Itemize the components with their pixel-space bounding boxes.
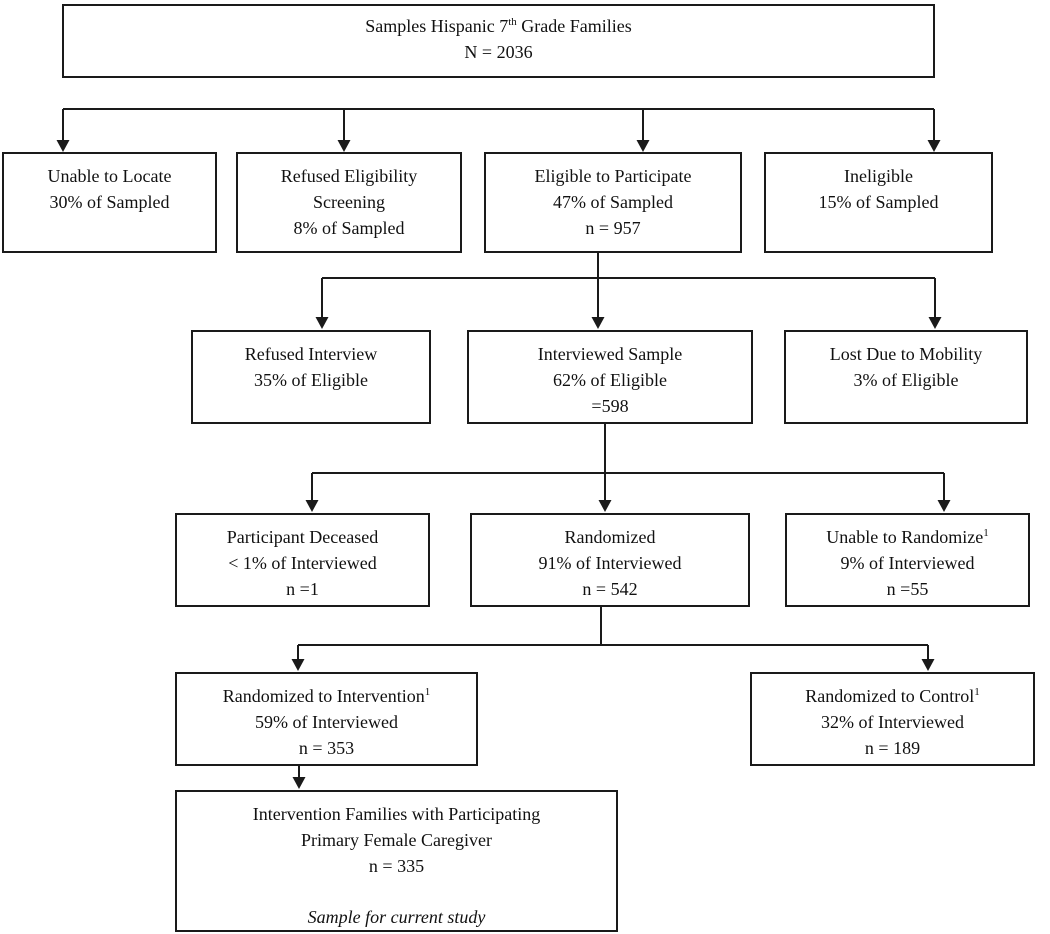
node-refused-interview: Refused Interview 35% of Eligible [191,330,431,424]
node-line: Unable to Randomize1 [787,524,1028,550]
node-text: Grade Families [516,16,632,36]
node-line: Refused Interview [244,344,378,364]
node-line: Interviewed Sample [537,344,683,364]
node-line: 15% of Sampled [818,192,939,212]
footnote-superscript: 1 [424,686,431,698]
node-line: n =1 [286,579,319,599]
footnote-superscript: 1 [983,527,989,539]
node-line: 32% of Interviewed [821,712,964,732]
node-text: Unable to Randomize [826,527,984,547]
node-line: Participant Deceased [226,527,379,547]
node-line: Eligible to Participate [534,166,692,186]
node-line: Randomized to Intervention1 [177,683,476,709]
node-line: =598 [591,396,629,416]
node-interviewed-sample: Interviewed Sample 62% of Eligible =598 [467,330,753,424]
node-line: Intervention Families with Participating [252,804,541,824]
node-line: < 1% of Interviewed [228,553,377,573]
connector-intervention-to-final [292,766,306,789]
node-line: Refused Eligibility [280,166,418,186]
node-eligible-to-participate: Eligible to Participate 47% of Sampled n… [484,152,742,253]
node-unable-to-randomize: Unable to Randomize1 9% of Interviewed n… [785,513,1030,607]
node-lost-due-to-mobility: Lost Due to Mobility 3% of Eligible [784,330,1028,424]
node-line: 91% of Interviewed [538,553,682,573]
node-text: Samples Hispanic 7 [365,16,509,36]
node-line: 8% of Sampled [293,218,405,238]
node-line: Samples Hispanic 7th Grade Families [64,13,933,39]
node-line: n =55 [886,579,929,599]
node-randomized-to-intervention: Randomized to Intervention1 59% of Inter… [175,672,478,766]
connector-eligible-to-row3 [315,253,942,329]
node-line: Screening [313,192,385,212]
node-unable-to-locate: Unable to Locate 30% of Sampled [2,152,217,253]
superscript: th [508,16,517,28]
node-text: Randomized to Intervention [222,686,425,706]
node-refused-eligibility-screening: Refused Eligibility Screening 8% of Samp… [236,152,462,253]
connector-randomized-to-row5 [291,607,935,671]
node-line: n = 542 [582,579,638,599]
connector-interviewed-to-row4 [305,424,951,512]
node-line: Ineligible [844,166,913,186]
node-line: n = 353 [298,738,355,758]
connector-root-to-row2 [56,108,941,152]
node-randomized: Randomized 91% of Interviewed n = 542 [470,513,750,607]
node-line: 59% of Interviewed [255,712,398,732]
footnote-superscript: 1 [974,686,980,698]
node-participant-deceased: Participant Deceased < 1% of Interviewed… [175,513,430,607]
node-line: 30% of Sampled [49,192,170,212]
node-samples-total: Samples Hispanic 7th Grade Families N = … [62,4,935,78]
current-study-note: Sample for current study [307,907,486,927]
node-line: Randomized [564,527,656,547]
node-line: Unable to Locate [47,166,172,186]
node-line: Primary Female Caregiver [301,830,492,850]
node-line: n = 189 [864,738,921,758]
node-line: Lost Due to Mobility [829,344,983,364]
node-line: 62% of Eligible [553,370,667,390]
node-line: 3% of Eligible [853,370,959,390]
node-line: n = 335 [368,856,425,876]
node-line: N = 2036 [464,42,533,62]
node-randomized-to-control: Randomized to Control1 32% of Interviewe… [750,672,1035,766]
node-text: Randomized to Control [805,686,975,706]
node-final-sample: Intervention Families with Participating… [175,790,618,932]
node-line: Randomized to Control1 [752,683,1033,709]
node-line: 47% of Sampled [553,192,673,212]
node-line: n = 957 [585,218,641,238]
node-ineligible: Ineligible 15% of Sampled [764,152,993,253]
node-line: 9% of Interviewed [840,553,975,573]
node-line: 35% of Eligible [254,370,368,390]
